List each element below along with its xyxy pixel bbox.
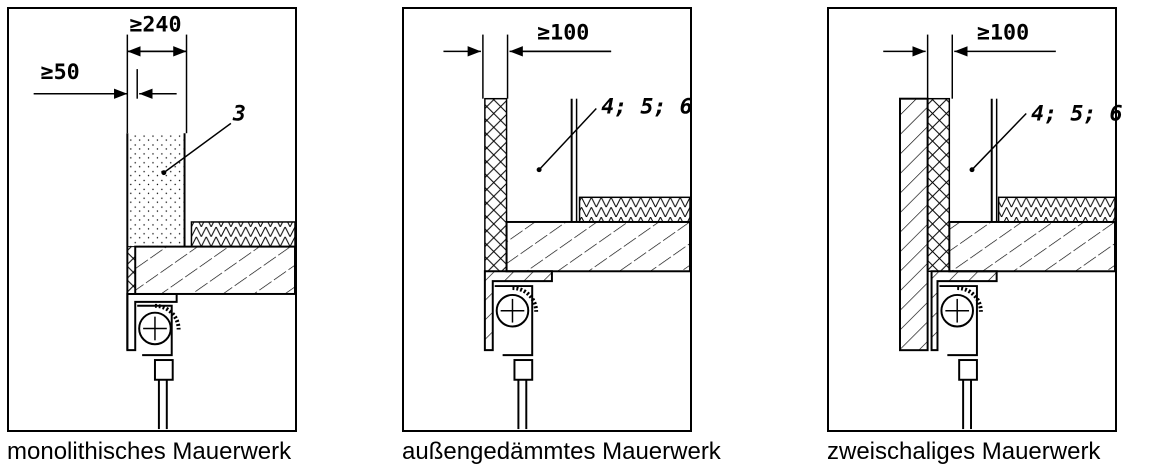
external-insulated-wall-drawing: ≥100 4; 5; 6: [443, 21, 693, 430]
caption-external-insulated: außengedämmtes Mauerwerk: [402, 438, 721, 465]
label-4-5-6: 4; 5; 6: [1031, 101, 1122, 126]
detail-panel-external-insulated: ≥100 4; 5; 6: [402, 7, 693, 432]
detail-panel-monolithic: ≥240 ≥50 3: [7, 7, 297, 432]
dimension-left-label: ≥50: [41, 60, 80, 85]
caption-monolithic: monolithisches Mauerwerk: [7, 438, 292, 465]
dimension-top-label: ≥100: [977, 21, 1029, 46]
label-3: 3: [232, 101, 246, 126]
dimension-top-label: ≥100: [537, 21, 589, 46]
double-shell-wall-drawing: ≥100 4; 5; 6: [883, 21, 1123, 430]
label-4-5-6: 4; 5; 6: [601, 94, 692, 119]
monolithic-wall-drawing: ≥240 ≥50 3: [33, 13, 296, 430]
detail-panel-double-shell: ≥100 4; 5; 6: [827, 7, 1123, 432]
dimension-top-label: ≥240: [129, 13, 181, 38]
caption-double-shell: zweischaliges Mauerwerk: [827, 438, 1101, 465]
